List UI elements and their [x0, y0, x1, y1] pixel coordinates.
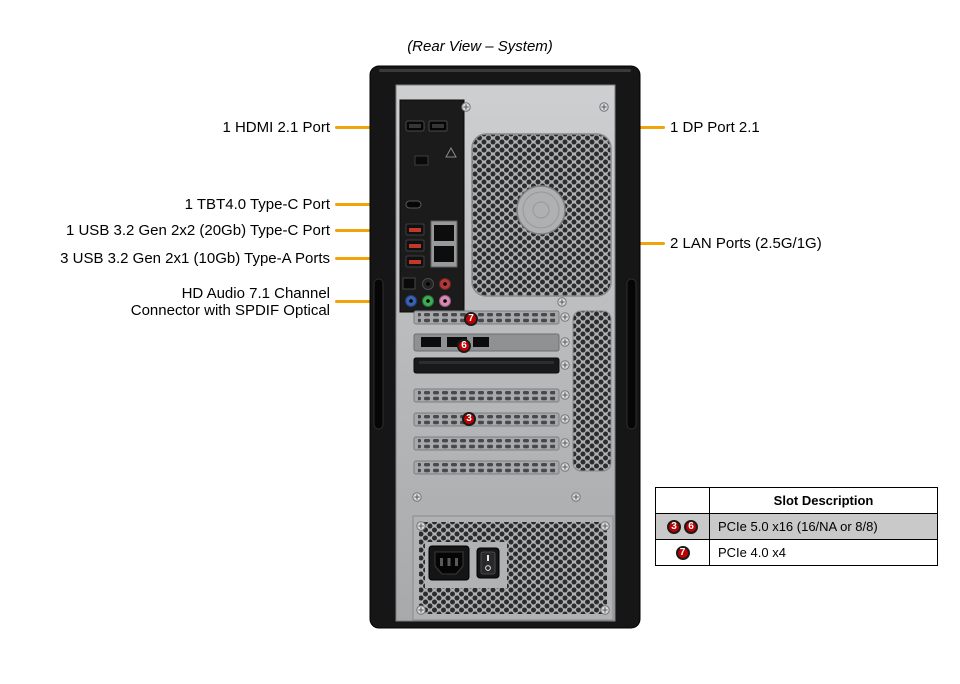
table-badge-cell: 7 [656, 540, 710, 565]
label-usb-c-port: 1 USB 3.2 Gen 2x2 (20Gb) Type-C Port [65, 222, 330, 239]
fan-logo-badge [516, 185, 566, 235]
usb-type-a-ports [405, 239, 425, 268]
table-header-title: Slot Description [773, 493, 874, 508]
pci-slot-cover [413, 460, 560, 475]
power-switch [476, 547, 500, 579]
dp-port [428, 120, 448, 132]
diagram-title: (Rear View – System) [407, 38, 553, 55]
label-audio-line1: HD Audio 7.1 Channel [181, 285, 330, 302]
table-badge-3: 3 [667, 519, 681, 534]
table-row: 3 6 PCIe 5.0 x16 (16/NA or 8/8) [656, 513, 937, 539]
slot-description-table: Slot Description 3 6 PCIe 5.0 x16 (16/NA… [655, 487, 938, 566]
table-row: 7 PCIe 4.0 x4 [656, 539, 937, 565]
pci-slot-cover [413, 436, 560, 451]
system-rear-view-image [369, 65, 641, 629]
label-tbt-port: 1 TBT4.0 Type-C Port [184, 196, 330, 213]
psu [412, 515, 614, 621]
slot-marker-3: 3 [462, 412, 476, 426]
label-hdmi-port: 1 HDMI 2.1 Port [222, 119, 330, 136]
table-header-row: Slot Description [656, 488, 937, 513]
leader-line-audio [335, 300, 392, 303]
pci-slot-cover [413, 310, 560, 325]
open-slot [413, 357, 560, 374]
warning-triangle-icon [445, 146, 457, 158]
label-audio-connector: HD Audio 7.1 Channel Connector with SPDI… [131, 285, 330, 319]
aux-connector [414, 155, 429, 166]
io-shield [399, 99, 465, 313]
hdmi-port [405, 120, 425, 132]
usb-type-c-port [405, 223, 425, 236]
left-handle [373, 278, 384, 430]
label-usb-a-ports: 3 USB 3.2 Gen 2x1 (10Gb) Type-A Ports [60, 250, 330, 267]
gpu-bracket-ports [413, 333, 560, 352]
table-badge-6: 6 [684, 519, 698, 534]
side-vent-column [572, 310, 612, 472]
slot-marker-6: 6 [457, 339, 471, 353]
tbt-type-c-port [405, 200, 422, 209]
pci-slot-cover [413, 388, 560, 403]
lan-ports [430, 220, 458, 268]
label-lan-ports: 2 LAN Ports (2.5G/1G) [670, 235, 822, 252]
pci-slots [413, 310, 570, 475]
table-header-badge-cell [656, 488, 710, 513]
right-handle [626, 278, 637, 430]
slot-marker-7: 7 [464, 312, 478, 326]
audio-jacks [402, 277, 451, 307]
label-dp-port: 1 DP Port 2.1 [670, 119, 760, 136]
table-badge-cell: 3 6 [656, 514, 710, 539]
table-badge-7: 7 [675, 545, 690, 560]
table-row-description: PCIe 5.0 x16 (16/NA or 8/8) [718, 519, 878, 534]
power-inlet [428, 545, 470, 581]
fan-grille [471, 133, 612, 297]
table-row-description: PCIe 4.0 x4 [718, 545, 786, 560]
label-audio-line2: Connector with SPDIF Optical [130, 302, 330, 319]
spdif-optical-port [402, 277, 416, 290]
pci-slot-cover [413, 412, 560, 427]
